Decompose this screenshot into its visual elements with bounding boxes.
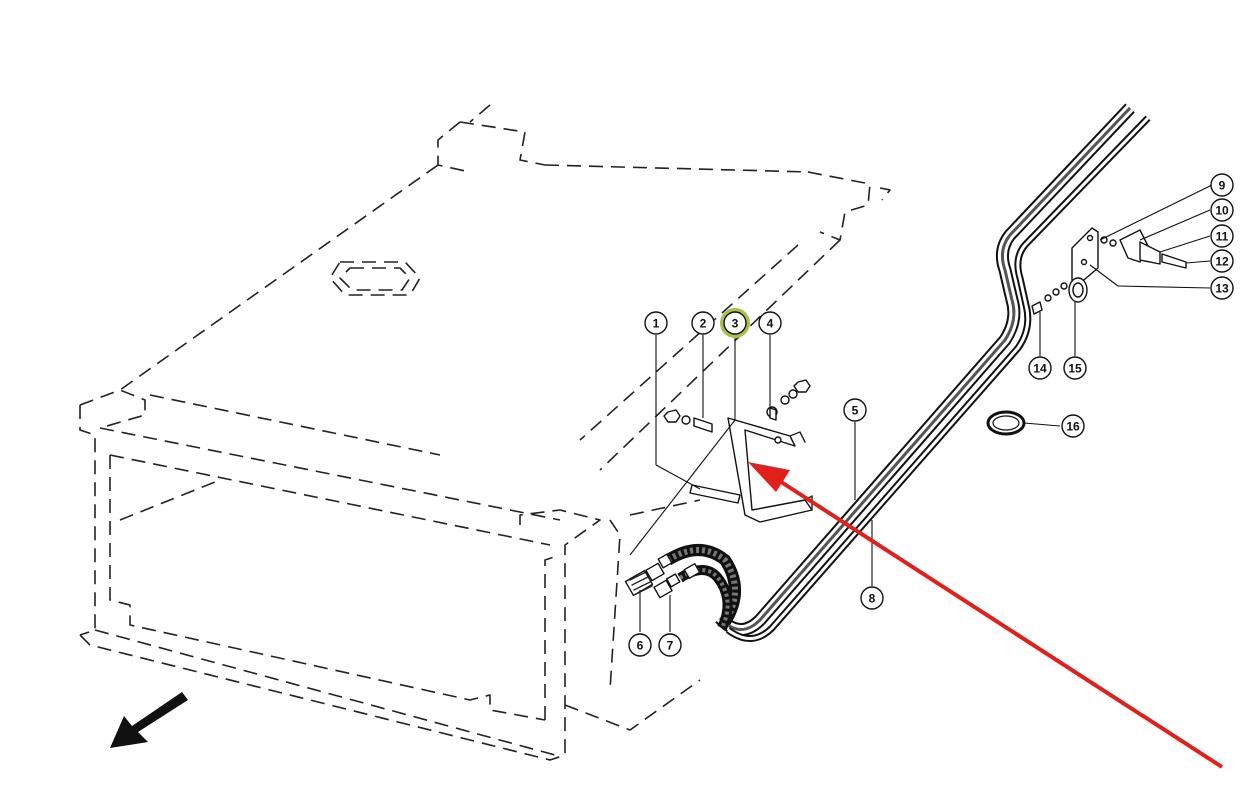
callout-label: 4: [767, 317, 774, 331]
callout-circle: [1028, 356, 1052, 380]
quick-coupling-part-6: [624, 553, 673, 597]
callout-label: 9: [1219, 179, 1226, 193]
callout-label: 2: [700, 317, 707, 331]
callout-circle: [1210, 224, 1234, 248]
hardware-nuts-bolts: [663, 379, 811, 433]
callout-circle: [1063, 356, 1087, 380]
callout-circle: [723, 311, 747, 335]
hose-assembly: [664, 544, 741, 631]
callout-10: 10: [1210, 198, 1234, 222]
callout-16: 16: [1061, 414, 1085, 438]
callout-circle: [1061, 414, 1085, 438]
upper-bracket-group: [1031, 227, 1187, 315]
callout-label: 5: [852, 404, 859, 418]
callout-11: 11: [1210, 224, 1234, 248]
callout-label: 3: [732, 317, 739, 331]
callout-label: 8: [869, 592, 876, 606]
callout-circle: [1210, 173, 1234, 197]
callout-circle: [843, 398, 867, 422]
callout-circle: [691, 311, 715, 335]
callout-circle: [860, 586, 884, 610]
callout-15: 15: [1063, 356, 1087, 380]
hydraulic-pipes: [715, 103, 1151, 642]
callout-label: 11: [1216, 230, 1229, 244]
callout-3: 3: [720, 308, 750, 338]
callout-7: 7: [658, 633, 682, 657]
coupling-part-7: [653, 562, 701, 599]
callout-label: 10: [1215, 204, 1229, 218]
callout-label: 14: [1033, 362, 1047, 376]
callout-label: 1: [653, 317, 660, 331]
callout-4: 4: [758, 311, 782, 335]
callout-6: 6: [628, 633, 652, 657]
callout-circle: [1210, 249, 1234, 273]
callout-5: 5: [843, 398, 867, 422]
callout-2: 2: [691, 311, 715, 335]
callout-label: 16: [1066, 420, 1080, 434]
callout-circle: [658, 633, 682, 657]
callout-label: 12: [1215, 255, 1229, 269]
bracket-part-3: [689, 417, 813, 523]
callout-label: 7: [667, 639, 674, 653]
callout-circle: [758, 311, 782, 335]
red-pointer-arrow-icon: [748, 462, 1224, 769]
machine-body-outline: [79, 104, 891, 761]
callout-circle: [1210, 276, 1234, 300]
hose-clamp-part-16: [986, 410, 1026, 436]
travel-direction-arrow-icon: [110, 692, 188, 748]
callout-label: 15: [1068, 362, 1082, 376]
callout-8: 8: [860, 586, 884, 610]
callout-label: 13: [1215, 282, 1229, 296]
leader-lines: [629, 184, 1213, 632]
callout-label: 6: [637, 639, 644, 653]
callout-circle: [644, 311, 668, 335]
callout-12: 12: [1210, 249, 1234, 273]
callout-1: 1: [644, 311, 668, 335]
callout-13: 13: [1210, 276, 1234, 300]
callout-circle: [1210, 198, 1234, 222]
callout-9: 9: [1210, 173, 1234, 197]
callout-circle: [628, 633, 652, 657]
callout-14: 14: [1028, 356, 1052, 380]
